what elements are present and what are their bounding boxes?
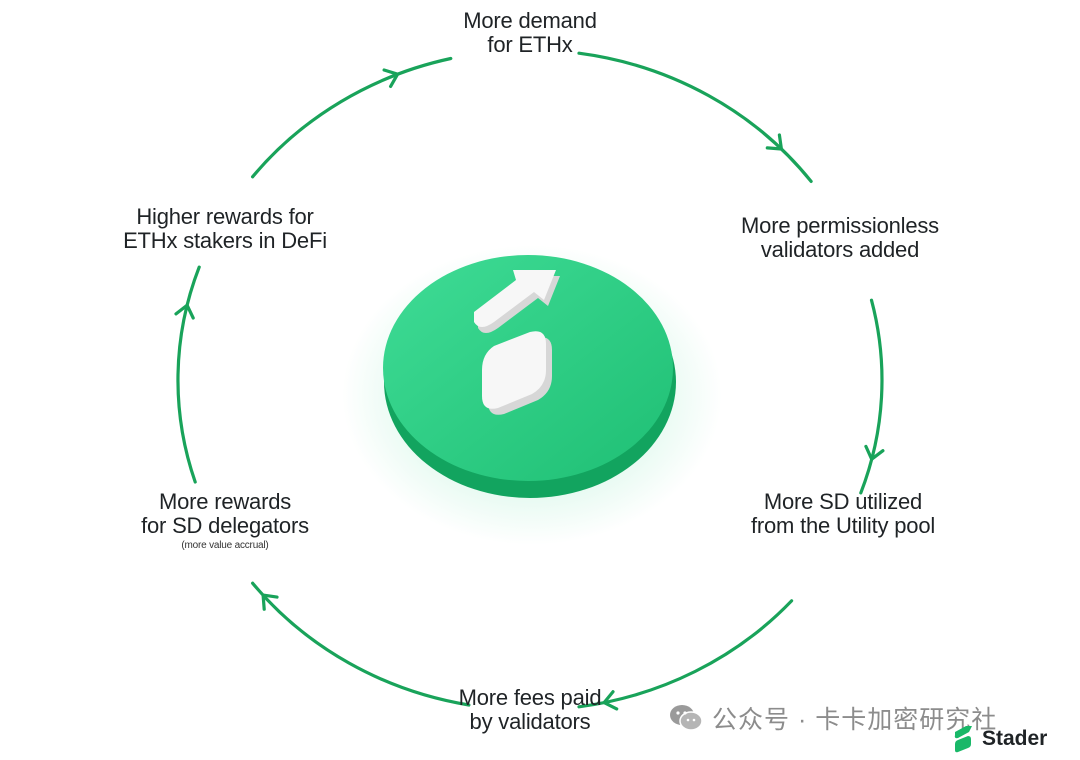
node-line: for SD delegators [141, 513, 309, 538]
node-line: ETHx stakers in DeFi [123, 228, 327, 253]
arrowhead-icon [174, 303, 195, 320]
wechat-watermark: 公众号 · 卡卡加密研究社 [668, 700, 997, 736]
node-more-rewards-delegators: More rewards for SD delegators (more val… [110, 490, 340, 552]
stader-brand: Stader [952, 724, 1047, 754]
wechat-icon [670, 705, 703, 731]
node-line: More SD utilized [763, 489, 923, 514]
node-line: More permissionless [741, 213, 939, 238]
node-more-sd-utilized: More SD utilized from the Utility pool [718, 490, 968, 538]
arrowhead-icon [765, 133, 783, 151]
arc-stakers-to-demand [251, 56, 453, 179]
node-more-validators: More permissionless validators added [715, 214, 965, 262]
node-more-demand: More demand for ETHx [430, 9, 630, 57]
node-line: by validators [469, 709, 591, 734]
node-more-fees: More fees paid by validators [420, 686, 640, 734]
node-note: (more value accrual) [181, 540, 269, 551]
arrowhead-icon [864, 444, 885, 461]
arrowhead-icon [382, 68, 400, 88]
arc-fees-to-delegators [251, 581, 471, 707]
node-line: validators added [760, 237, 920, 262]
node-line: from the Utility pool [750, 513, 936, 538]
stader-logo-icon [954, 726, 972, 753]
arrowhead-icon [602, 690, 619, 711]
stader-s-arrow-icon [474, 270, 560, 415]
cycle-arcs [174, 51, 885, 711]
arrowhead-icon [261, 593, 279, 611]
node-line: Higher rewards for [136, 204, 314, 229]
arc-demand-to-validators [577, 51, 813, 183]
node-line: for ETHx [487, 32, 573, 57]
watermark-text: 公众号 · 卡卡加密研究社 [712, 706, 998, 734]
brand-name: Stader [982, 727, 1048, 750]
arc-validators-to-utility [859, 298, 884, 495]
node-line: More demand [463, 8, 597, 33]
arc-utility-to-fees [577, 599, 794, 709]
stader-center-logo [342, 245, 722, 545]
arc-delegators-to-stakers [176, 265, 201, 484]
node-line: More fees paid [458, 685, 602, 710]
node-higher-rewards-stakers: Higher rewards for ETHx stakers in DeFi [100, 205, 350, 253]
node-line: More rewards [158, 489, 292, 514]
